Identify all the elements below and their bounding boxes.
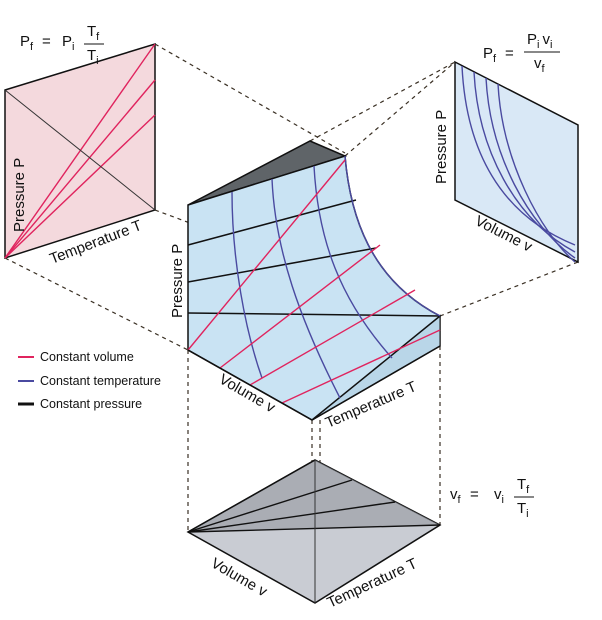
svg-text:Ti: Ti <box>87 47 99 67</box>
pressure-temperature-panel <box>4 42 156 260</box>
volume-temperature-panel <box>186 459 442 604</box>
svg-text:Pf: Pf <box>483 45 497 65</box>
svg-text:vf: vf <box>450 486 462 506</box>
vt-shaded-region <box>188 460 440 532</box>
svg-text:Pi: Pi <box>62 33 74 53</box>
svg-text:=: = <box>470 486 479 503</box>
pv-pressure-label: Pressure P <box>433 110 450 184</box>
pt-constant-volume-lines <box>4 43 156 259</box>
surface-pressure-label: Pressure P <box>169 244 186 318</box>
pv-constant-temperature-lines <box>461 65 576 263</box>
svg-text:vi: vi <box>494 486 504 506</box>
svg-text:Tf: Tf <box>517 476 530 496</box>
surface-constant-temperature-lines <box>231 155 441 399</box>
legend-item-constant-volume: Constant volume <box>18 350 134 364</box>
pt-pressure-label: Pressure P <box>11 158 28 232</box>
svg-text:Constant temperature: Constant temperature <box>40 374 161 388</box>
surface-constant-volume-lines <box>187 159 441 404</box>
equation-volume-temperature: vf = vi Tf Ti <box>450 476 534 520</box>
equation-pressure-temperature: Pf = Pi Tf Ti <box>20 23 104 67</box>
svg-text:=: = <box>505 45 514 62</box>
svg-text:Ti: Ti <box>517 500 529 520</box>
surface-base-edges <box>187 345 441 421</box>
pv-panel-face <box>454 60 579 264</box>
svg-text:=: = <box>42 33 51 50</box>
pt-diagonal <box>4 89 156 211</box>
legend-item-constant-temperature: Constant temperature <box>18 374 161 388</box>
surface-constant-pressure-lines <box>187 199 441 317</box>
legend: Constant volume Constant temperature Con… <box>18 350 161 411</box>
svg-text:Tf: Tf <box>87 23 100 43</box>
svg-text:Constant volume: Constant volume <box>40 350 134 364</box>
pressure-volume-panel <box>454 60 579 264</box>
pvt-surface-group <box>187 140 442 421</box>
svg-text:vf: vf <box>534 55 546 75</box>
legend-item-constant-pressure: Constant pressure <box>18 397 142 411</box>
svg-text:Constant pressure: Constant pressure <box>40 397 142 411</box>
vt-constant-pressure-lines <box>187 459 441 533</box>
svg-text:Pf: Pf <box>20 33 34 53</box>
